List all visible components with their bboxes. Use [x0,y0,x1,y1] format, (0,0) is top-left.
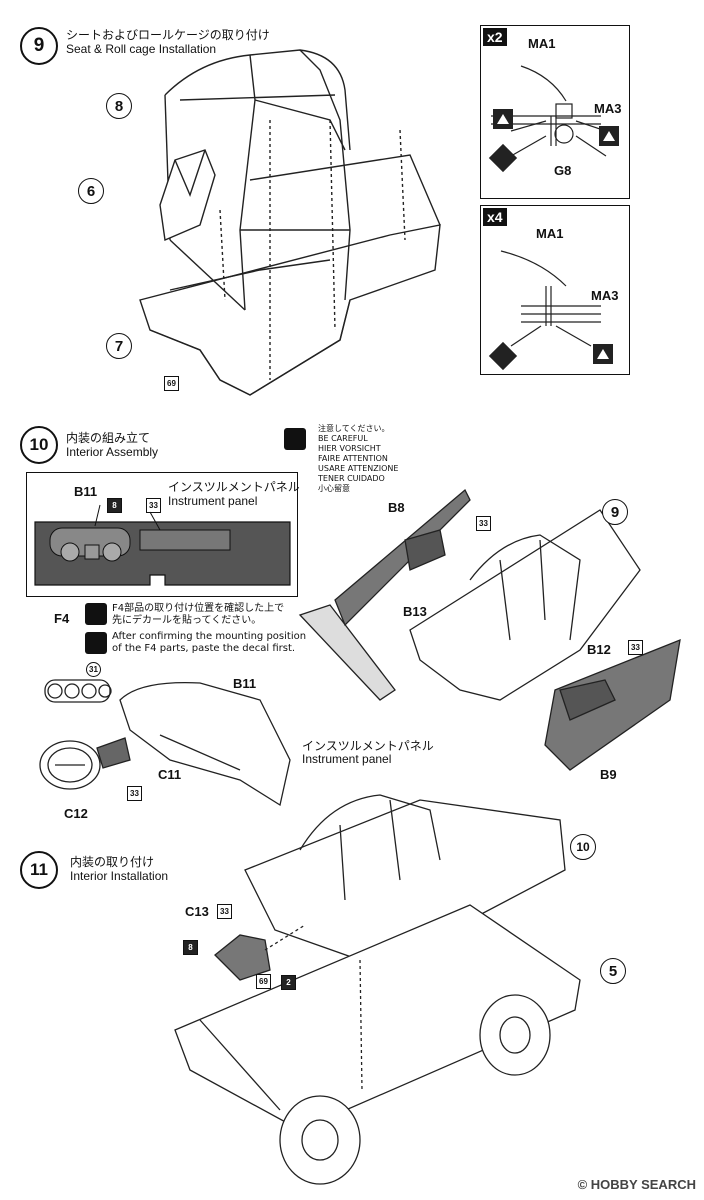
decal-8: 8 [107,498,122,513]
instrument-panel-en: Instrument panel [168,494,258,508]
instrument-panel-jp: インスツルメントパネル [168,480,300,494]
decal-33-c13: 33 [217,904,232,919]
label-c11: C11 [158,767,182,782]
decal-69-c13: 69 [256,974,271,989]
decal-33-column: 33 [127,786,142,801]
label-b12: B12 [587,642,611,657]
callout-part-6: 6 [78,178,104,204]
step-9-title-jp: シートおよびロールケージの取り付け [66,28,270,42]
step-9-title-en: Seat & Roll cage Installation [66,42,217,56]
inset-detail-x4: x4 MA1 MA3 [480,205,630,375]
decal-33: 33 [146,498,161,513]
multiplier-x2: x2 [483,28,507,46]
instrument-panel2-jp: インスツルメントパネル [302,739,434,753]
callout-part-10: 10 [570,834,596,860]
inset1-drawing [488,65,619,173]
label-f4: F4 [54,611,70,626]
step-9-number: 9 [20,27,58,65]
f4-note-jp: F4部品の取り付け位置を確認した上で先にデカールを貼ってください。 [112,603,285,626]
step-11-title-en: Interior Installation [70,869,169,883]
label-b13: B13 [403,604,427,619]
instrument-panel2-en: Instrument panel [302,752,392,766]
label-b9: B9 [600,767,617,782]
callout-part-5: 5 [600,958,626,984]
label-b8: B8 [388,500,405,515]
callout-part-9: 9 [602,499,628,525]
brush-caution-icon [284,428,306,450]
label-ma1: MA1 [528,36,556,51]
inset-detail-x2: x2 MA1 MA3 G8 [480,25,630,199]
callout-part-7: 7 [106,333,132,359]
callout-part-8: 8 [106,93,132,119]
step-11-title-jp: 内装の取り付け [70,855,155,869]
label-ma3: MA3 [594,101,622,116]
step-11-number: 11 [20,851,58,889]
label-c13: C13 [185,904,209,919]
label-ma1-b: MA1 [536,226,564,241]
decal-69: 69 [164,376,179,391]
instrument-panel-box [26,472,298,597]
step-10-title-jp: 内装の組み立て [66,431,151,445]
label-g8: G8 [554,163,572,178]
label-b11: B11 [74,484,98,499]
brush-icon [85,603,107,625]
decal-2: 2 [281,975,296,990]
watermark: © HOBBY SEARCH [577,1177,696,1192]
decal-31: 31 [86,662,101,677]
decal-8-c13: 8 [183,940,198,955]
star-icon [85,632,107,654]
multiplier-x4: x4 [483,208,507,226]
decal-33-b8: 33 [476,516,491,531]
step-10-title-en: Interior Assembly [66,445,159,459]
label-c12: C12 [64,806,88,821]
inset2-drawing [488,250,613,371]
step-10-number: 10 [20,426,58,464]
label-b11-dash: B11 [233,676,257,691]
decal-33-b12: 33 [628,640,643,655]
label-ma3-b: MA3 [591,288,619,303]
